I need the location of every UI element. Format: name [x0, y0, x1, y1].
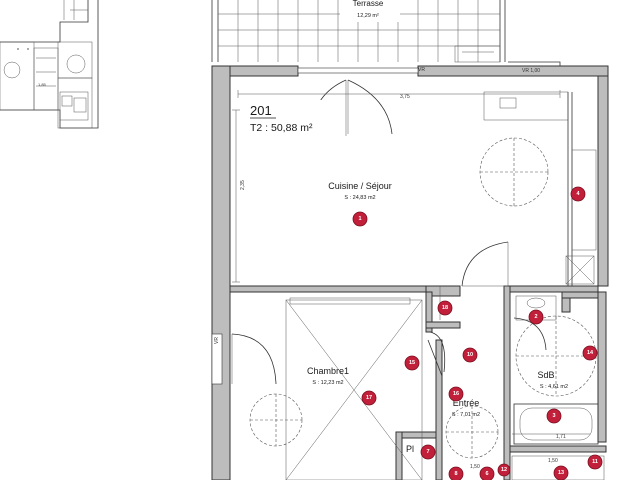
marker-16: 16 [448, 386, 464, 402]
marker-13: 13 [553, 465, 569, 480]
dim-vr-top-right: VR 1,00 [522, 68, 540, 74]
dim-bottom-right: 1,50 [548, 458, 558, 464]
marker-3: 3 [546, 408, 562, 424]
unit-number: 201 [250, 103, 272, 118]
kitchen-fixtures [479, 91, 597, 285]
terrace: Terrasse 12,29 m² [211, 0, 506, 63]
room-cuisine-area: S : 24,83 m2 [344, 195, 375, 201]
svg-text:16: 16 [453, 391, 459, 397]
svg-text:4: 4 [576, 191, 580, 197]
dim-top-width: 3,75 [400, 94, 410, 100]
svg-text:1: 1 [358, 216, 361, 222]
svg-text:6: 6 [485, 471, 488, 477]
svg-text:11: 11 [592, 459, 598, 465]
room-sdb-name: SdB [537, 370, 554, 380]
svg-text:8: 8 [454, 471, 457, 477]
doors [231, 79, 547, 385]
bedroom-fixtures [249, 297, 423, 480]
dim-bottom-entry: 1,50 [470, 464, 480, 470]
marker-11: 11 [587, 454, 603, 470]
svg-text:1,85: 1,85 [38, 82, 47, 87]
dim-vr-top: VR [418, 67, 425, 73]
dim-left-height: 2,35 [240, 180, 246, 190]
unit-title: 201 T2 : 50,88 m² [246, 100, 332, 136]
svg-text:7: 7 [426, 449, 429, 455]
thumbnail-plan: 1,85 [0, 0, 99, 129]
marker-8: 8 [448, 466, 464, 480]
interior-walls [211, 285, 607, 480]
dim-bath-width: 1,71 [556, 434, 566, 440]
terrace-name: Terrasse [353, 0, 384, 8]
room-sdb-area: S : 4,61 m2 [540, 384, 568, 390]
svg-text:17: 17 [366, 395, 372, 401]
room-cuisine-name: Cuisine / Séjour [328, 181, 392, 191]
room-entree-name: Entrée [453, 398, 480, 408]
svg-text:2: 2 [534, 314, 537, 320]
marker-17: 17 [361, 390, 377, 406]
svg-text:18: 18 [442, 305, 448, 311]
svg-text:14: 14 [587, 350, 594, 356]
svg-text:13: 13 [558, 470, 564, 476]
marker-7: 7 [420, 444, 436, 460]
room-placard-name: Pl [406, 444, 414, 454]
marker-15: 15 [404, 355, 420, 371]
svg-text:3: 3 [552, 413, 555, 419]
svg-text:15: 15 [409, 360, 415, 366]
svg-text:10: 10 [467, 352, 473, 358]
marker-2: 2 [528, 309, 544, 325]
room-chambre-area: S : 12,23 m2 [312, 380, 343, 386]
marker-14: 14 [582, 345, 598, 361]
unit-type: T2 : 50,88 m² [250, 122, 313, 134]
svg-text:12: 12 [501, 467, 507, 473]
dimension-lines [232, 90, 590, 435]
marker-1: 1 [352, 211, 368, 227]
marker-6: 6 [479, 466, 495, 480]
bathroom-fixtures [511, 295, 605, 480]
room-entree-area: S : 7,01 m2 [452, 412, 480, 418]
marker-12: 12 [497, 463, 511, 477]
room-chambre-name: Chambre1 [307, 366, 349, 376]
marker-4: 4 [570, 186, 586, 202]
marker-10: 10 [462, 347, 478, 363]
dim-vr-left: VR [214, 337, 220, 344]
terrace-area: 12,29 m² [357, 13, 379, 19]
marker-18: 18 [437, 300, 453, 316]
